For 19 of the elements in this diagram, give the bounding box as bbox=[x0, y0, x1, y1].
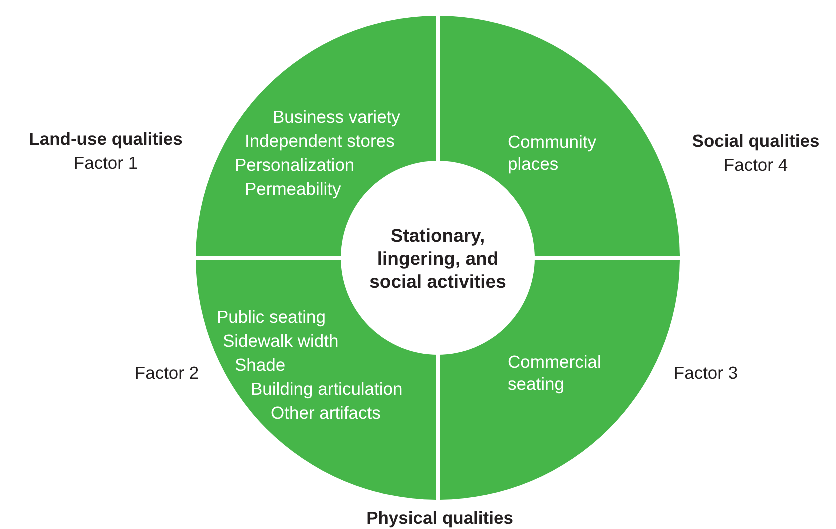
factor-item: Business variety bbox=[273, 106, 400, 128]
factor-label: Factor 3 bbox=[674, 362, 738, 384]
factor-item: Public seating bbox=[217, 306, 326, 328]
factor-item: Sidewalk width bbox=[223, 330, 339, 352]
factor-label: Factor 4 bbox=[724, 154, 788, 176]
category-heading: Land-use qualities bbox=[29, 128, 183, 150]
factor-item: Other artifacts bbox=[271, 402, 381, 424]
factor-item: Commercial seating bbox=[508, 351, 602, 395]
factor-item: Independent stores bbox=[245, 130, 395, 152]
center-label: Stationary, lingering, and social activities bbox=[368, 224, 508, 292]
factor-item: Permeability bbox=[245, 178, 342, 200]
factor-item: Personalization bbox=[235, 154, 355, 176]
category-heading: Physical qualities bbox=[366, 507, 514, 529]
factor-label: Factor 1 bbox=[74, 152, 138, 174]
factor-item: Community places bbox=[508, 131, 598, 175]
factor-item: Building articulation bbox=[251, 378, 403, 400]
category-heading: Social qualities bbox=[692, 130, 820, 152]
factor-label: Factor 2 bbox=[134, 362, 200, 384]
factor-item: Shade bbox=[235, 354, 286, 376]
